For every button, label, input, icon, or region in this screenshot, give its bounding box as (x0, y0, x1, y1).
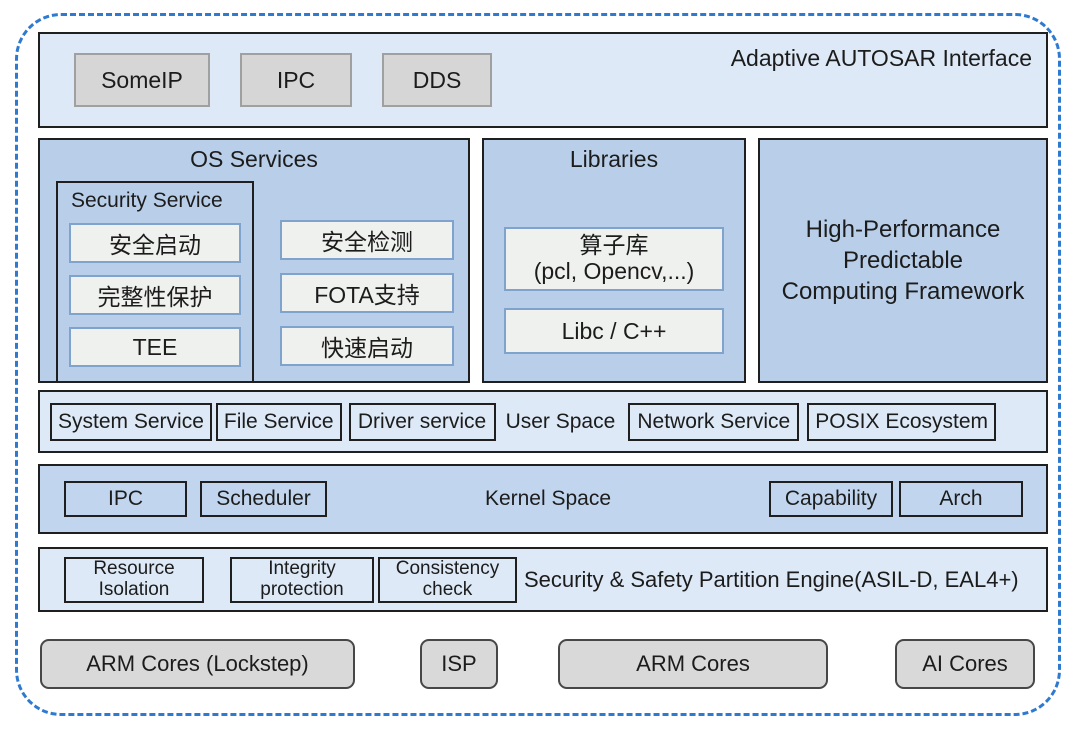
network-service-box: Network Service (628, 402, 800, 441)
capability-box: Capability (769, 481, 893, 517)
arm-cores-box: ARM Cores (558, 639, 828, 689)
arm-cores-lockstep-box: ARM Cores (Lockstep) (40, 639, 355, 689)
operator-library-line1: 算子库 (579, 232, 649, 259)
secure-boot-box: 安全启动 (69, 223, 241, 263)
tee-box: TEE (69, 327, 241, 367)
dds-box: DDS (382, 53, 492, 107)
fota-support-box: FOTA支持 (280, 273, 454, 313)
integrity-protection-line2: protection (260, 578, 344, 600)
operator-library-box: 算子库 (pcl, Opencv,...) (504, 227, 724, 291)
ipc-box: IPC (240, 53, 352, 107)
kernel-ipc-box: IPC (64, 481, 187, 517)
libraries-content: 算子库 (pcl, Opencv,...) Libc / C++ (484, 227, 744, 354)
hpc-line-2: Predictable (842, 246, 964, 274)
os-services-title: OS Services (190, 146, 318, 172)
integrity-protection-engine-box: Integrity protection (230, 556, 374, 603)
scheduler-box: Scheduler (200, 481, 327, 517)
security-detection-box: 安全检测 (280, 220, 454, 260)
operator-library-line2: (pcl, Opencv,...) (533, 258, 695, 284)
libc-box: Libc / C++ (504, 308, 724, 354)
resource-isolation-line1: Resource (93, 557, 175, 579)
hardware-layer: ARM Cores (Lockstep) ISP ARM Cores AI Co… (38, 639, 1048, 689)
kernel-space-label: Kernel Space (484, 487, 612, 510)
someip-box: SomeIP (74, 53, 210, 107)
hpc-framework-block: High-Performance Predictable Computing F… (758, 138, 1048, 383)
fast-boot-box: 快速启动 (280, 326, 454, 366)
diagram-content: SomeIP IPC DDS Adaptive AUTOSAR Interfac… (38, 32, 1048, 689)
integrity-protection-line1: Integrity (268, 557, 336, 579)
kernel-space-layer: IPC Scheduler Kernel Space Capability Ar… (38, 464, 1048, 534)
resource-isolation-line2: Isolation (98, 578, 170, 600)
hpc-line-3: Computing Framework (781, 278, 1025, 306)
arch-box: Arch (899, 481, 1023, 517)
os-services-right-column: 安全检测 FOTA支持 快速启动 (280, 181, 454, 383)
driver-service-box: Driver service (348, 402, 496, 441)
adaptive-autosar-interface-title: Adaptive AUTOSAR Interface (730, 45, 1032, 71)
consistency-check-line2: check (422, 578, 473, 600)
user-space-layer: System Service File Service Driver servi… (38, 390, 1048, 453)
partition-engine-layer: Resource Isolation Integrity protection … (38, 547, 1048, 612)
libraries-title: Libraries (569, 146, 659, 172)
resource-isolation-box: Resource Isolation (64, 556, 204, 603)
ai-cores-box: AI Cores (895, 639, 1035, 689)
consistency-check-line1: Consistency (395, 557, 500, 579)
system-service-box: System Service (50, 402, 212, 441)
integrity-protection-box: 完整性保护 (69, 275, 241, 315)
file-service-box: File Service (215, 402, 342, 441)
os-services-content: Security Service 安全启动 完整性保护 TEE 安全检测 FOT… (40, 173, 468, 383)
security-service-title: Security Service (71, 189, 223, 212)
hpc-line-1: High-Performance (805, 215, 1001, 243)
adaptive-autosar-interface-layer: SomeIP IPC DDS Adaptive AUTOSAR Interfac… (38, 32, 1048, 128)
outer-dashed-border (15, 13, 1061, 716)
services-band: OS Services Security Service 安全启动 完整性保护 … (38, 138, 1048, 383)
security-service-box: Security Service 安全启动 完整性保护 TEE (56, 181, 254, 383)
hpc-framework-title: High-Performance Predictable Computing F… (782, 214, 1025, 308)
os-services-block: OS Services Security Service 安全启动 完整性保护 … (38, 138, 470, 383)
middleware-chip-strip: SomeIP IPC DDS (74, 53, 492, 107)
isp-box: ISP (420, 639, 498, 689)
partition-engine-label: Security & Safety Partition Engine(ASIL-… (524, 566, 1019, 592)
consistency-check-box: Consistency check (378, 556, 517, 603)
posix-ecosystem-box: POSIX Ecosystem (807, 402, 997, 441)
libraries-block: Libraries 算子库 (pcl, Opencv,...) Libc / C… (482, 138, 746, 383)
user-space-label: User Space (505, 409, 616, 433)
